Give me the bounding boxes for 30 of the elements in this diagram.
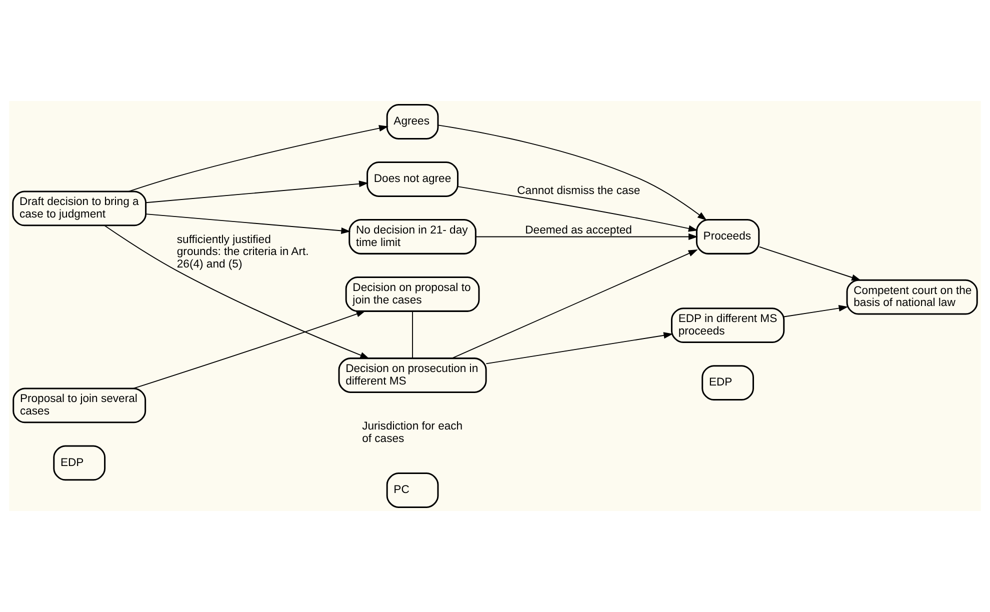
arrow — [128, 125, 388, 192]
arrow — [475, 233, 698, 240]
node-box: Does not agree — [366, 162, 459, 197]
node-box: Proposal to join several cases — [12, 388, 146, 424]
arrow — [438, 124, 707, 220]
node-box: Decision on proposal to join the cases — [345, 276, 480, 312]
label: Jurisdiction for each of cases — [362, 420, 463, 445]
edge-label: sufficiently justified grounds: the criteria in Art. 26(4) and (5) — [176, 234, 309, 270]
node-box: EDP in different MS proceeds — [670, 308, 785, 344]
node-box: Decision on prosecution in different MS — [338, 358, 487, 393]
edge-label: Deemed as accepted — [525, 224, 632, 237]
arrow — [104, 225, 370, 359]
arrow — [457, 186, 698, 232]
arrow — [146, 214, 351, 234]
arrow — [486, 332, 674, 364]
arrow — [146, 180, 368, 204]
node-box: Proceeds — [696, 219, 760, 254]
node-box: Draft decision to bring a case to judgment — [12, 190, 147, 226]
node-box: No decision in 21- day time limit — [348, 219, 476, 254]
connector — [412, 310, 413, 359]
arrow — [451, 250, 698, 359]
edge-label: Cannot dismiss the case — [517, 184, 640, 197]
arrow — [758, 246, 862, 281]
arrow — [133, 310, 366, 389]
node-box: PC — [386, 472, 439, 508]
node-box: Competent court on the basis of national law — [846, 279, 978, 315]
node-box: EDP — [53, 445, 106, 481]
arrow — [783, 304, 848, 318]
node-box: EDP — [702, 365, 754, 401]
node-box: Agrees — [386, 104, 439, 140]
